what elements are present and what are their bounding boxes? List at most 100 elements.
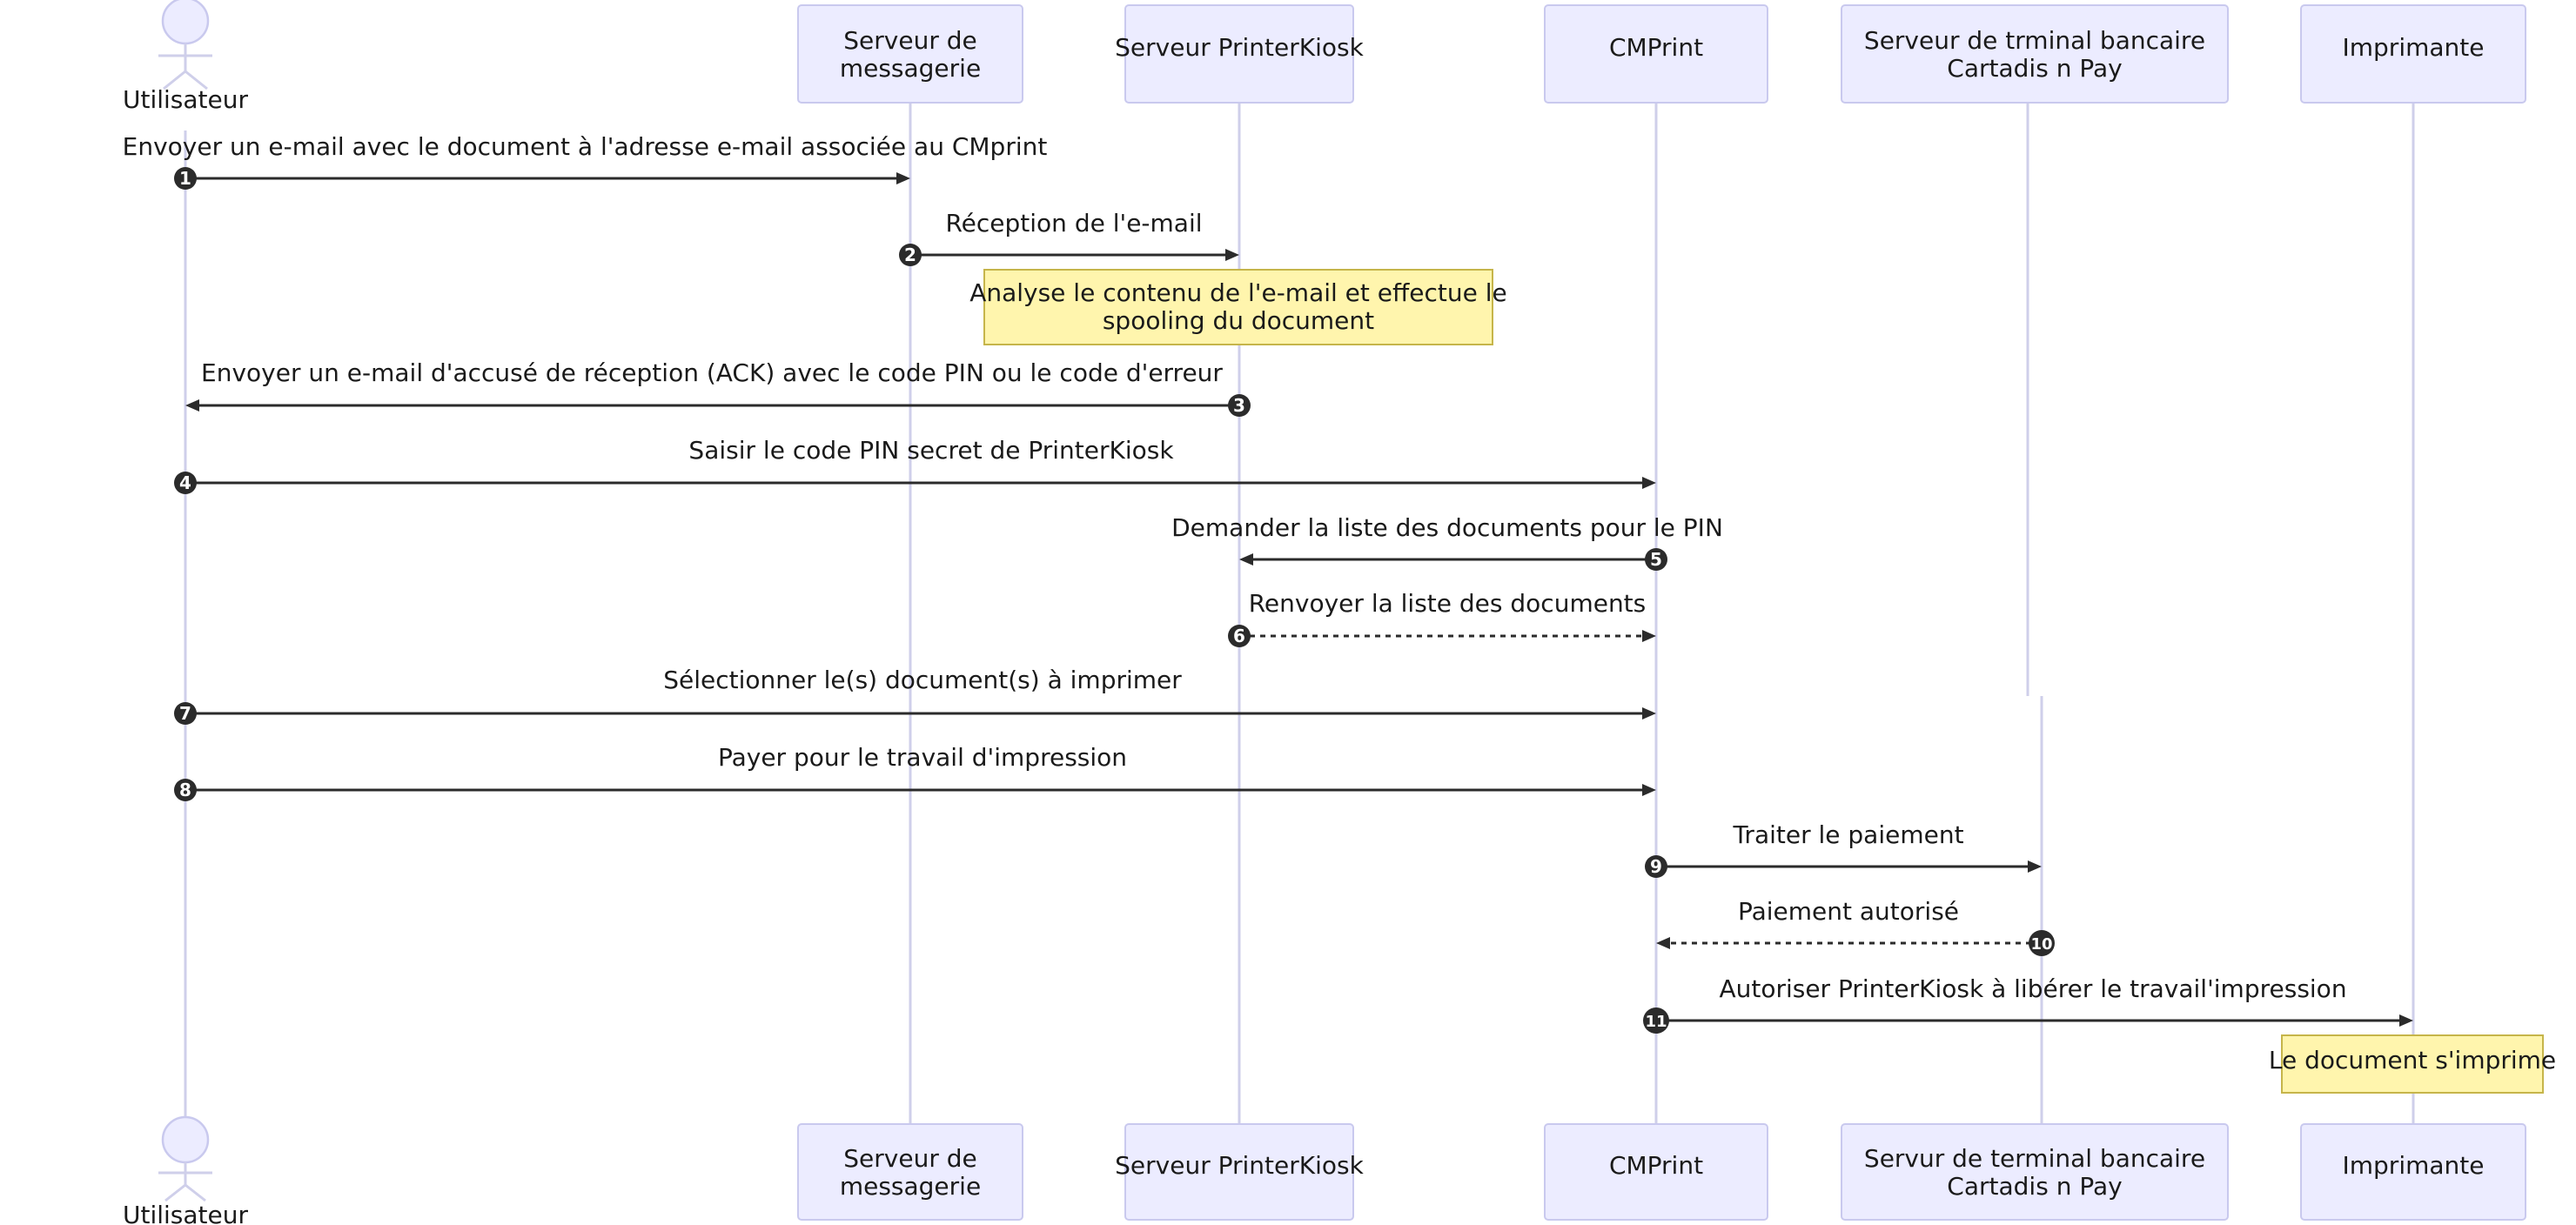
participant-label: Serveur PrinterKiosk [1115,33,1364,62]
notes: Analyse le contenu de l'e-mail et effect… [969,269,2556,1094]
message-label: Réception de l'e-mail [945,209,1202,238]
message-label: Envoyer un e-mail d'accusé de réception … [201,358,1223,387]
participant-bank-top: Serveur de trminal bancaire Cartadis n P… [1841,4,2229,104]
message-label: Demander la liste des documents pour le … [1171,513,1723,542]
message-1: Envoyer un e-mail avec le document à l'a… [123,132,1048,190]
actor-head [161,1115,210,1164]
participant-box [797,4,1023,104]
sequence-number: 11 [1645,1013,1667,1031]
message-label: Sélectionner le(s) document(s) à imprime… [663,666,1182,694]
arrow-head [1642,784,1656,796]
note-box [983,269,1493,345]
participant-label: Serveur PrinterKiosk [1115,1151,1364,1180]
sequence-number-badge [899,244,922,266]
participant-label: Imprimante [2343,1151,2485,1180]
sequence-number-badge [174,167,197,190]
message-2: Réception de l'e-mail 2 [899,209,1239,266]
actor-leg-right [184,1183,206,1202]
sequence-number: 3 [1233,395,1245,416]
message-label: Payer pour le travail d'impression [718,743,1127,772]
arrow-head [1642,707,1656,720]
participant-cm-top: CMPrint [1544,4,1768,104]
actor-head [161,0,210,45]
sequence-number: 4 [179,472,191,493]
participants-bottom: Utilisateur Serveur de messagerie Serveu… [123,1115,2526,1225]
message-8: Payer pour le travail d'impression 8 [174,743,1656,801]
sequence-number: 10 [2030,935,2052,954]
message-label: Traiter le paiement [1732,820,1963,849]
message-label: Envoyer un e-mail avec le document à l'a… [123,132,1048,161]
participants-top: Utilisateur Serveur de messagerie Serveu… [123,0,2526,114]
actor-user-bottom: Utilisateur [123,1115,249,1225]
messages: Envoyer un e-mail avec le document à l'a… [123,132,2413,1034]
message-label: Autoriser PrinterKiosk à libérer le trav… [1719,974,2346,1003]
arrow-head [2399,1014,2413,1027]
actor-leg-right [184,70,208,90]
note-line2: spooling du document [1103,306,1374,335]
note-line1: Analyse le contenu de l'e-mail et effect… [969,278,1507,307]
message-6: Renvoyer la liste des documents 6 [1228,589,1656,647]
sequence-number: 7 [179,703,191,724]
participant-pk-top: Serveur PrinterKiosk [1115,4,1365,104]
sequence-number-badge [174,779,197,801]
participant-pk-bottom: Serveur PrinterKiosk [1115,1123,1365,1221]
participant-label-line2: Cartadis n Pay [1947,54,2122,83]
participant-label: Imprimante [2343,33,2485,62]
participant-cm-bottom: CMPrint [1544,1123,1768,1221]
arrow-head [185,399,199,412]
participant-box [1544,1123,1768,1221]
participant-box [2300,4,2526,104]
participant-label: CMPrint [1609,1151,1703,1180]
sequence-number-badge [174,472,197,494]
participant-box [1124,1123,1354,1221]
actor-user-top: Utilisateur [123,0,249,114]
message-label: Renvoyer la liste des documents [1249,589,1647,618]
message-11: Autoriser PrinterKiosk à libérer le trav… [1643,974,2413,1034]
actor-leg-left [163,70,186,90]
note-printing: Le document s'imprime [2269,1034,2556,1094]
sequence-number-badge [174,702,197,725]
participant-bank-bottom: Servur de terminal bancaire Cartadis n P… [1841,1123,2229,1221]
sequence-number-badge [1643,1007,1669,1034]
participant-label-line1: Serveur de [843,1144,976,1173]
sequence-number: 8 [179,780,191,800]
participant-label-line2: Cartadis n Pay [1947,1172,2122,1201]
actor-leg-left [164,1183,186,1202]
sequence-number: 5 [1650,549,1662,570]
message-3: Envoyer un e-mail d'accusé de réception … [185,358,1251,417]
participant-mail-top: Serveur de messagerie [797,4,1023,104]
arrow-head [2028,860,2042,873]
arrow-head [1225,249,1239,261]
participant-label-line1: Serveur de [843,26,976,55]
participant-label-line2: messagerie [840,54,981,83]
sequence-number: 1 [179,168,191,189]
arrow-head [1656,937,1670,949]
arrow-head [1642,477,1656,489]
message-9: Traiter le paiement 9 [1645,820,2042,878]
participant-box [1841,4,2229,104]
participant-label-line1: Serveur de trminal bancaire [1864,26,2205,55]
participant-box [2300,1123,2526,1221]
message-7: Sélectionner le(s) document(s) à imprime… [174,666,1656,725]
participant-printer-top: Imprimante [2300,4,2526,104]
participant-box [1841,1123,2229,1221]
participant-box [1544,4,1768,104]
message-10: Paiement autorisé 10 [1656,897,2055,956]
participant-printer-bottom: Imprimante [2300,1123,2526,1221]
participant-label: Utilisateur [123,1201,249,1225]
participant-box [1124,4,1354,104]
sequence-number: 6 [1233,626,1245,646]
note-line1: Le document s'imprime [2269,1046,2556,1074]
arrow-head [1239,553,1253,566]
participant-label-line2: messagerie [840,1172,981,1201]
participant-label: CMPrint [1609,33,1703,62]
message-label: Paiement autorisé [1738,897,1959,926]
sequence-number-badge [1228,625,1251,647]
note-spooling: Analyse le contenu de l'e-mail et effect… [969,269,1507,345]
arrow-head [1642,630,1656,642]
participant-label: Utilisateur [123,85,249,114]
sequence-number-badge [1228,394,1251,417]
sequence-number-badge [1645,855,1667,878]
sequence-number-badge [2029,930,2055,956]
